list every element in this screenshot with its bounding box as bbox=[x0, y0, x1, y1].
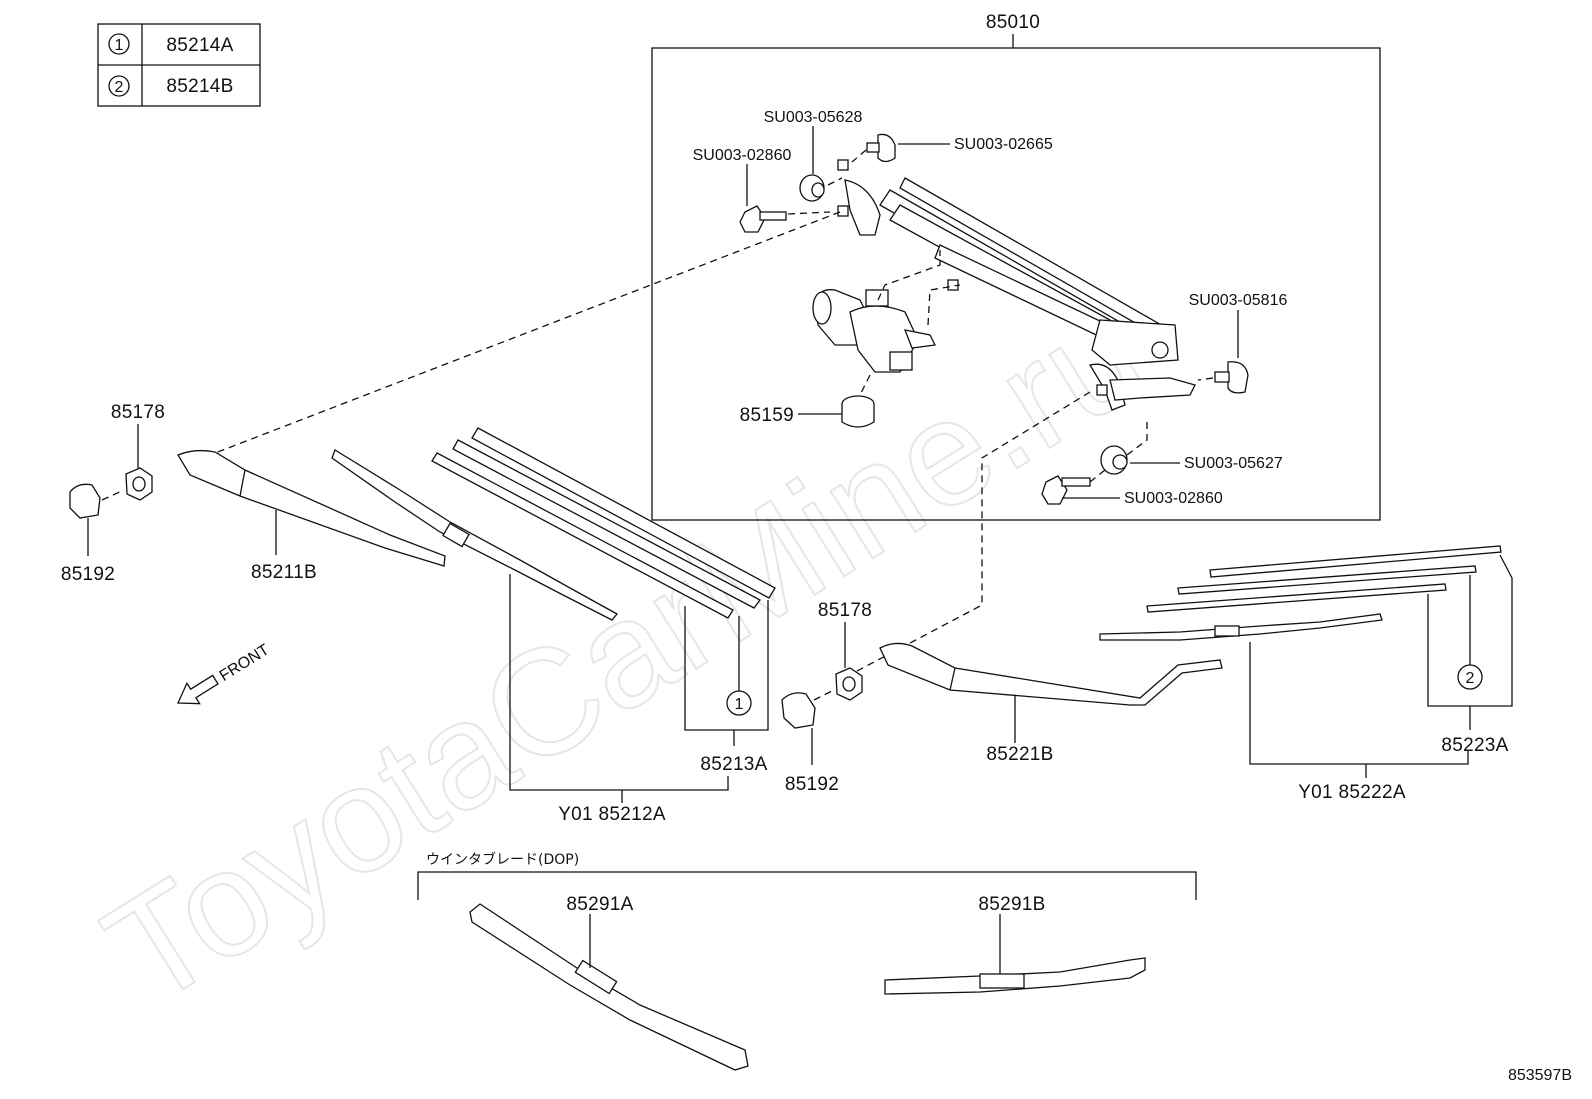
right-cap-85192 bbox=[781, 692, 816, 729]
label-85221B: 85221B bbox=[986, 744, 1053, 765]
front-arrow: FRONT bbox=[177, 641, 273, 705]
leader-left-pivot bbox=[209, 211, 841, 456]
assembly-box bbox=[651, 47, 1381, 521]
legend-part-85214A: 85214A bbox=[166, 35, 233, 56]
bolt-su003-02860-bottom bbox=[1041, 475, 1091, 505]
label-85178-right: 85178 bbox=[818, 600, 872, 621]
legend-marker-1 bbox=[108, 33, 130, 55]
callout-circle-2-label: 2 bbox=[1466, 670, 1475, 687]
dop-bracket bbox=[417, 871, 1197, 900]
label-y01-85212A: Y01 85212A bbox=[558, 804, 666, 825]
motor-cap bbox=[841, 395, 875, 428]
label-85291A: 85291A bbox=[566, 894, 633, 915]
right-rubbers bbox=[1146, 545, 1502, 613]
label-85211B: 85211B bbox=[251, 562, 317, 583]
label-y01-85222A: Y01 85222A bbox=[1298, 782, 1406, 803]
label-85192-right: 85192 bbox=[785, 774, 839, 795]
left-blade-frame bbox=[331, 449, 619, 621]
legend-marker-2-label: 2 bbox=[115, 79, 124, 96]
left-cap-85192 bbox=[69, 483, 101, 519]
dop-title: ウインタブレード(DOP) bbox=[426, 851, 579, 868]
figure-id: 853597B bbox=[1508, 1067, 1572, 1084]
left-arm-85211B bbox=[177, 449, 446, 567]
grommet-su003-05816 bbox=[1214, 361, 1249, 394]
bracket-85223A bbox=[1427, 554, 1513, 707]
winter-blade-85291A bbox=[469, 903, 749, 1071]
label-85192-left: 85192 bbox=[61, 564, 115, 585]
left-nut-85178 bbox=[125, 467, 153, 501]
label-85223A: 85223A bbox=[1441, 735, 1508, 756]
label-su003-02665: SU003-02665 bbox=[954, 136, 1053, 153]
front-label: FRONT bbox=[217, 641, 273, 685]
right-arm-85221B bbox=[879, 642, 1223, 706]
assembly-85010-group: 85010 bbox=[651, 12, 1381, 521]
legend-marker-2 bbox=[108, 75, 130, 97]
bushing-su003-05627 bbox=[1100, 445, 1128, 475]
label-85291B: 85291B bbox=[978, 894, 1045, 915]
assembly-label: 85010 bbox=[986, 12, 1040, 33]
grommet-su003-02665 bbox=[866, 133, 896, 163]
winter-blade-85291B bbox=[884, 957, 1146, 995]
right-blade-frame bbox=[1099, 613, 1383, 641]
bracket-85212A bbox=[509, 574, 729, 791]
leader-right-pivot bbox=[839, 391, 1091, 681]
wiper-linkage bbox=[837, 159, 1196, 411]
legend-marker-1-label: 1 bbox=[115, 37, 124, 54]
bushing-su003-05628 bbox=[799, 174, 825, 202]
label-su003-05628: SU003-05628 bbox=[764, 109, 863, 126]
label-su003-02860-top: SU003-02860 bbox=[693, 147, 792, 164]
right-nut-85178 bbox=[835, 667, 863, 701]
watermark: ToyotaCarMine.ru bbox=[78, 267, 1171, 1037]
pivot-left bbox=[844, 179, 881, 236]
callout-circle-1-label: 1 bbox=[735, 696, 744, 713]
bracket-85213A bbox=[684, 600, 769, 731]
bolt-su003-02860-top bbox=[739, 205, 787, 233]
left-rubbers bbox=[431, 427, 776, 619]
label-su003-02860-bottom: SU003-02860 bbox=[1124, 490, 1223, 507]
wiper-motor bbox=[812, 289, 936, 373]
label-85178-left: 85178 bbox=[111, 402, 165, 423]
legend-part-85214B: 85214B bbox=[166, 76, 233, 97]
label-85213A: 85213A bbox=[700, 754, 767, 775]
bracket-85222A bbox=[1249, 642, 1469, 765]
label-su003-05816: SU003-05816 bbox=[1189, 292, 1288, 309]
label-85159: 85159 bbox=[740, 405, 794, 426]
label-su003-05627: SU003-05627 bbox=[1184, 455, 1283, 472]
legend-table: 1 85214A 2 85214B bbox=[97, 23, 261, 107]
